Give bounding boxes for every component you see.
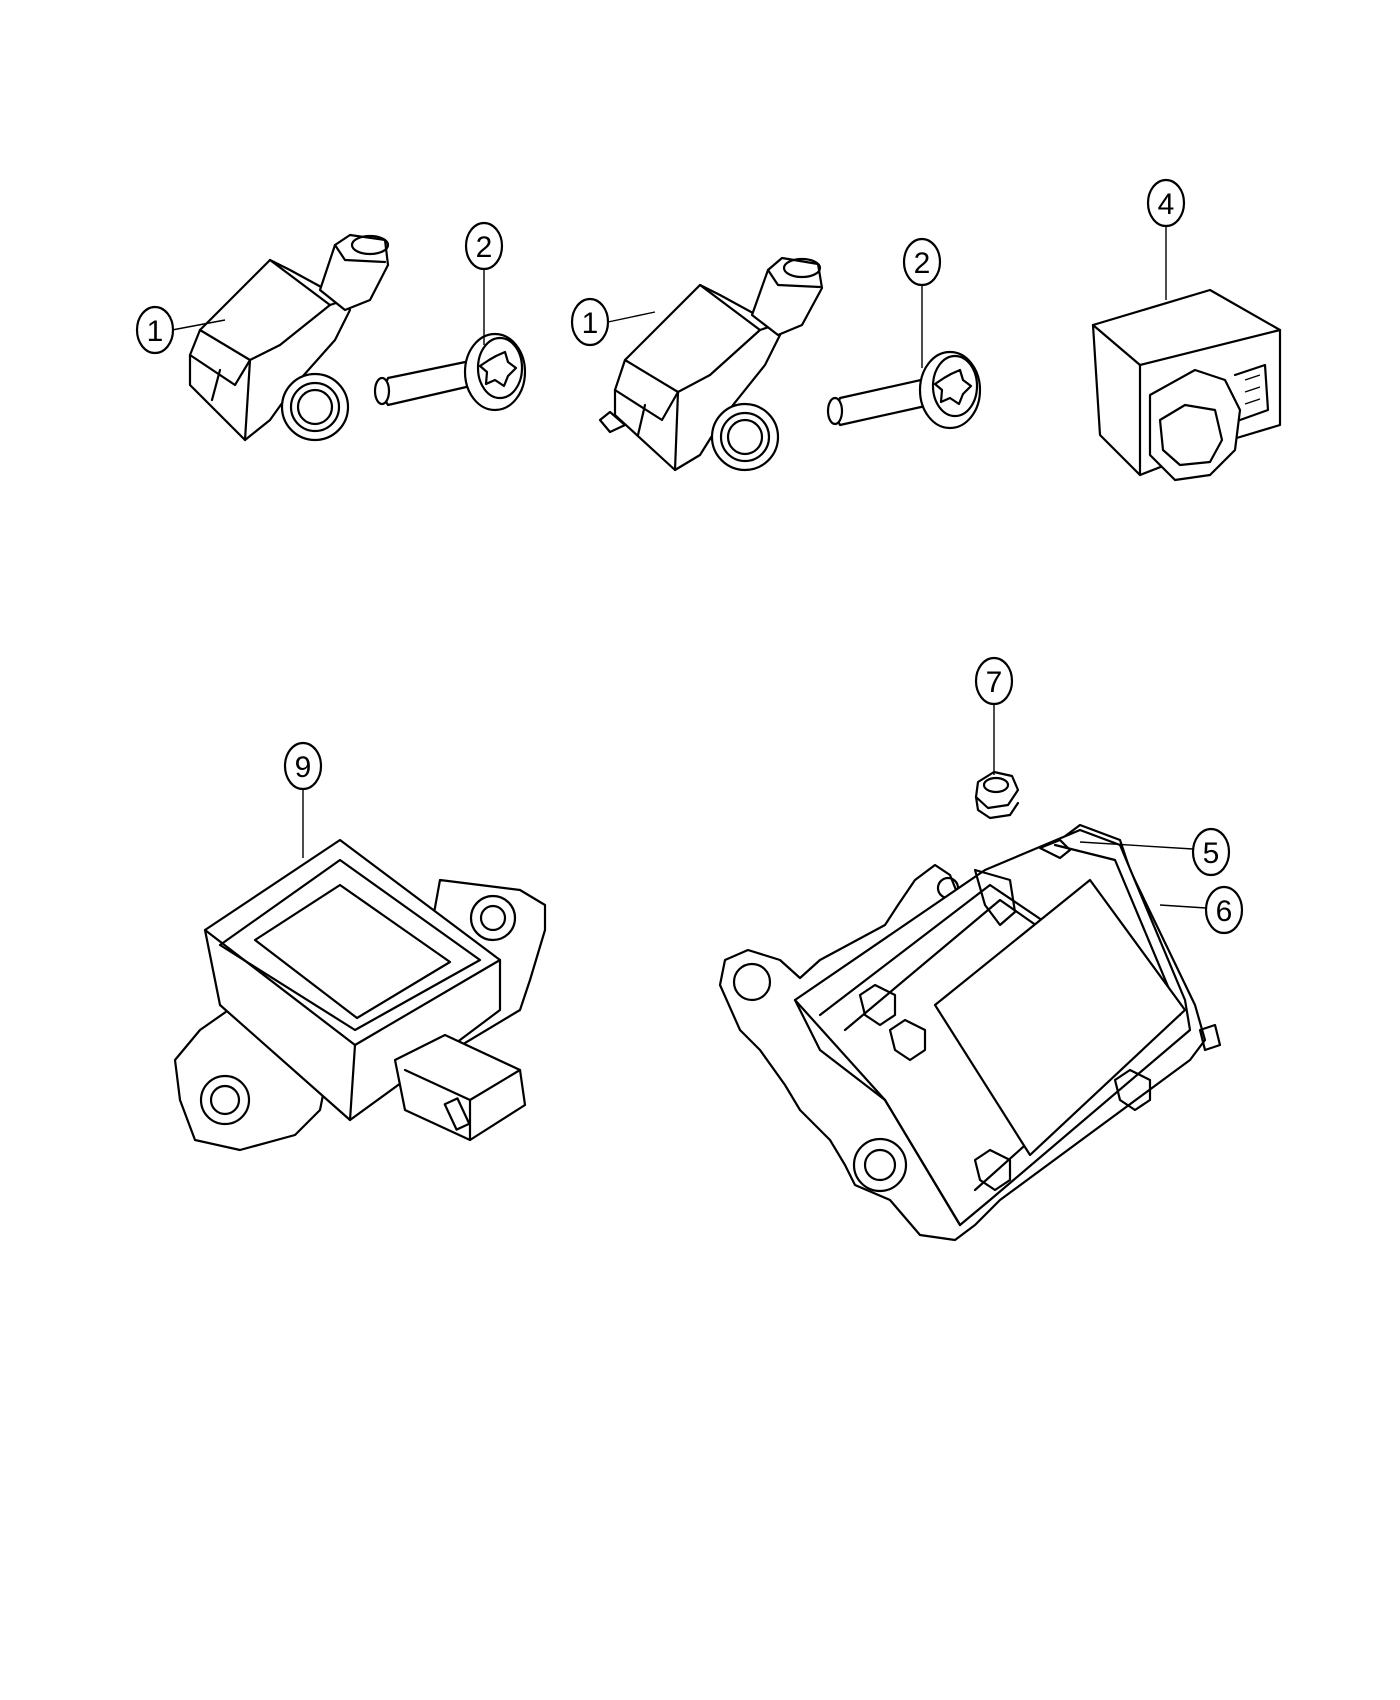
callout-1-left: 1	[135, 305, 175, 355]
impact-sensor-middle[interactable]	[598, 256, 824, 472]
callout-label: 6	[1216, 895, 1233, 928]
leader-lines	[171, 227, 1207, 909]
callout-1-middle: 1	[570, 297, 610, 347]
module-nut[interactable]	[974, 770, 1020, 820]
callout-label: 5	[1203, 837, 1220, 870]
callout-label: 4	[1158, 188, 1175, 221]
callout-7: 7	[974, 656, 1014, 706]
callout-2-left: 2	[464, 221, 504, 271]
dynamics-sensor[interactable]	[173, 838, 547, 1152]
callout-label: 1	[582, 307, 599, 340]
sensor-screw-left[interactable]	[373, 332, 527, 412]
connector-sensor[interactable]	[1091, 288, 1282, 482]
occupant-restraint-module[interactable]	[718, 823, 1222, 1242]
callout-label: 9	[295, 751, 312, 784]
callout-5: 5	[1191, 827, 1231, 877]
callout-label: 2	[914, 247, 931, 280]
callout-label: 1	[147, 315, 164, 348]
callout-label: 7	[986, 666, 1003, 699]
callout-2-middle: 2	[902, 237, 942, 287]
impact-sensor-left[interactable]	[188, 233, 390, 442]
callout-9: 9	[283, 741, 323, 791]
callout-label: 2	[476, 231, 493, 264]
callout-6: 6	[1204, 885, 1244, 935]
callout-4: 4	[1146, 178, 1186, 228]
sensor-screw-middle[interactable]	[826, 350, 982, 430]
